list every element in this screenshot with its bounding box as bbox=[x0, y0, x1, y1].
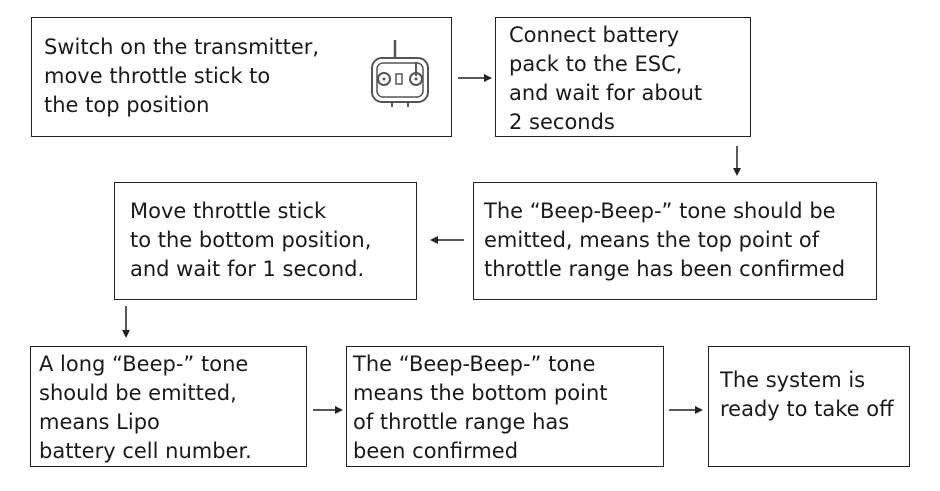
step-text-long-beep: A long “Beep-” tone should be emitted, m… bbox=[39, 352, 252, 463]
arrow-connect-battery-to-top-confirmed bbox=[733, 146, 741, 176]
arrow-bottom-confirmed-to-ready bbox=[669, 406, 703, 414]
arrow-switch-on-to-connect-battery bbox=[458, 74, 492, 82]
step-text-bottom-confirmed: The “Beep-Beep-” tone means the bottom p… bbox=[353, 352, 608, 463]
step-box-move-bottom bbox=[114, 182, 417, 300]
step-box-bottom-confirmed bbox=[346, 346, 664, 467]
step-box-switch-on bbox=[31, 17, 452, 137]
arrow-long-beep-to-bottom-confirmed bbox=[313, 406, 343, 414]
step-box-ready bbox=[708, 346, 910, 467]
step-text-move-bottom: Move throttle stick to the bottom positi… bbox=[130, 199, 372, 281]
arrow-move-bottom-to-long-beep bbox=[122, 306, 130, 338]
step-text-connect-battery: Connect battery pack to the ESC, and wai… bbox=[509, 23, 703, 134]
step-box-long-beep bbox=[30, 346, 307, 467]
arrow-top-confirmed-to-move-bottom bbox=[430, 236, 464, 244]
step-text-switch-on: Switch on the transmitter, move throttle… bbox=[44, 35, 320, 117]
transmitter-icon bbox=[362, 40, 440, 110]
step-box-top-confirmed bbox=[473, 182, 877, 300]
step-text-ready: The system is ready to take off bbox=[720, 368, 894, 421]
step-text-top-confirmed: The “Beep-Beep-” tone should be emitted,… bbox=[484, 199, 846, 281]
step-box-connect-battery bbox=[495, 17, 751, 137]
